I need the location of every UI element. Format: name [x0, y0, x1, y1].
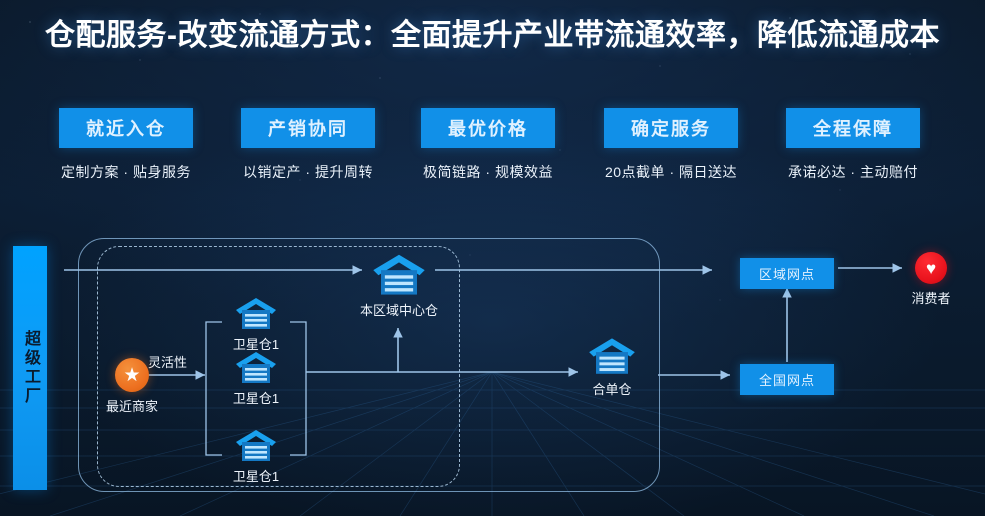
- consumer-node[interactable]: ♥ 消费者: [896, 252, 966, 307]
- node-label: 卫星仓1: [232, 469, 280, 484]
- node-label: 最近商家: [105, 399, 158, 414]
- star-icon: ★: [115, 358, 149, 392]
- warehouse-icon: [236, 352, 276, 383]
- warehouse-icon: [236, 430, 276, 461]
- inner-dashed-boundary: [97, 246, 460, 487]
- badge-subtext: 以销定产 · 提升周转: [243, 164, 373, 180]
- badge-label: 产销协同: [241, 108, 375, 148]
- feature-badge-2[interactable]: 最优价格 极简链路 · 规模效益: [421, 108, 555, 182]
- regional-center-warehouse[interactable]: 本区域中心仓: [357, 252, 441, 319]
- node-label: 合单仓: [592, 382, 632, 397]
- satellite-warehouse-1[interactable]: 卫星仓1: [222, 350, 290, 407]
- node-label: 卫星仓1: [232, 391, 280, 406]
- badge-label: 最优价格: [421, 108, 555, 148]
- regional-node-pill[interactable]: 区域网点: [740, 258, 834, 289]
- badge-label: 就近入仓: [59, 108, 193, 148]
- badge-subtext: 承诺必达 · 主动赔付: [788, 164, 918, 180]
- nearest-merchant-node[interactable]: ★ 最近商家: [97, 358, 167, 415]
- warehouse-icon: [373, 254, 425, 295]
- badge-label: 确定服务: [604, 108, 738, 148]
- node-label: 消费者: [911, 291, 951, 306]
- badge-subtext: 定制方案 · 贴身服务: [61, 164, 191, 180]
- feature-badge-1[interactable]: 产销协同 以销定产 · 提升周转: [241, 108, 375, 182]
- warehouse-icon: [236, 298, 276, 329]
- node-label: 卫星仓1: [232, 337, 280, 352]
- badge-subtext: 极简链路 · 规模效益: [423, 164, 553, 180]
- satellite-warehouse-2[interactable]: 卫星仓1: [222, 428, 290, 485]
- consolidation-warehouse[interactable]: 合单仓: [577, 336, 647, 398]
- warehouse-icon: [589, 338, 635, 374]
- heart-icon: ♥: [915, 252, 947, 284]
- node-label: 本区域中心仓: [359, 303, 438, 318]
- badge-label: 全程保障: [786, 108, 920, 148]
- feature-badge-3[interactable]: 确定服务 20点截单 · 隔日送达: [604, 108, 738, 182]
- outer-flow-boundary: [78, 238, 660, 492]
- national-node-pill[interactable]: 全国网点: [740, 364, 834, 395]
- satellite-warehouse-0[interactable]: 卫星仓1: [222, 296, 290, 353]
- feature-badge-0[interactable]: 就近入仓 定制方案 · 贴身服务: [59, 108, 193, 182]
- super-factory-bar: 超级工厂: [13, 246, 47, 490]
- feature-badge-4[interactable]: 全程保障 承诺必达 · 主动赔付: [786, 108, 920, 182]
- flexibility-label: 灵活性: [148, 355, 188, 370]
- badge-subtext: 20点截单 · 隔日送达: [604, 164, 737, 180]
- page-title: 仓配服务-改变流通方式：全面提升产业带流通效率，降低流通成本: [45, 19, 940, 52]
